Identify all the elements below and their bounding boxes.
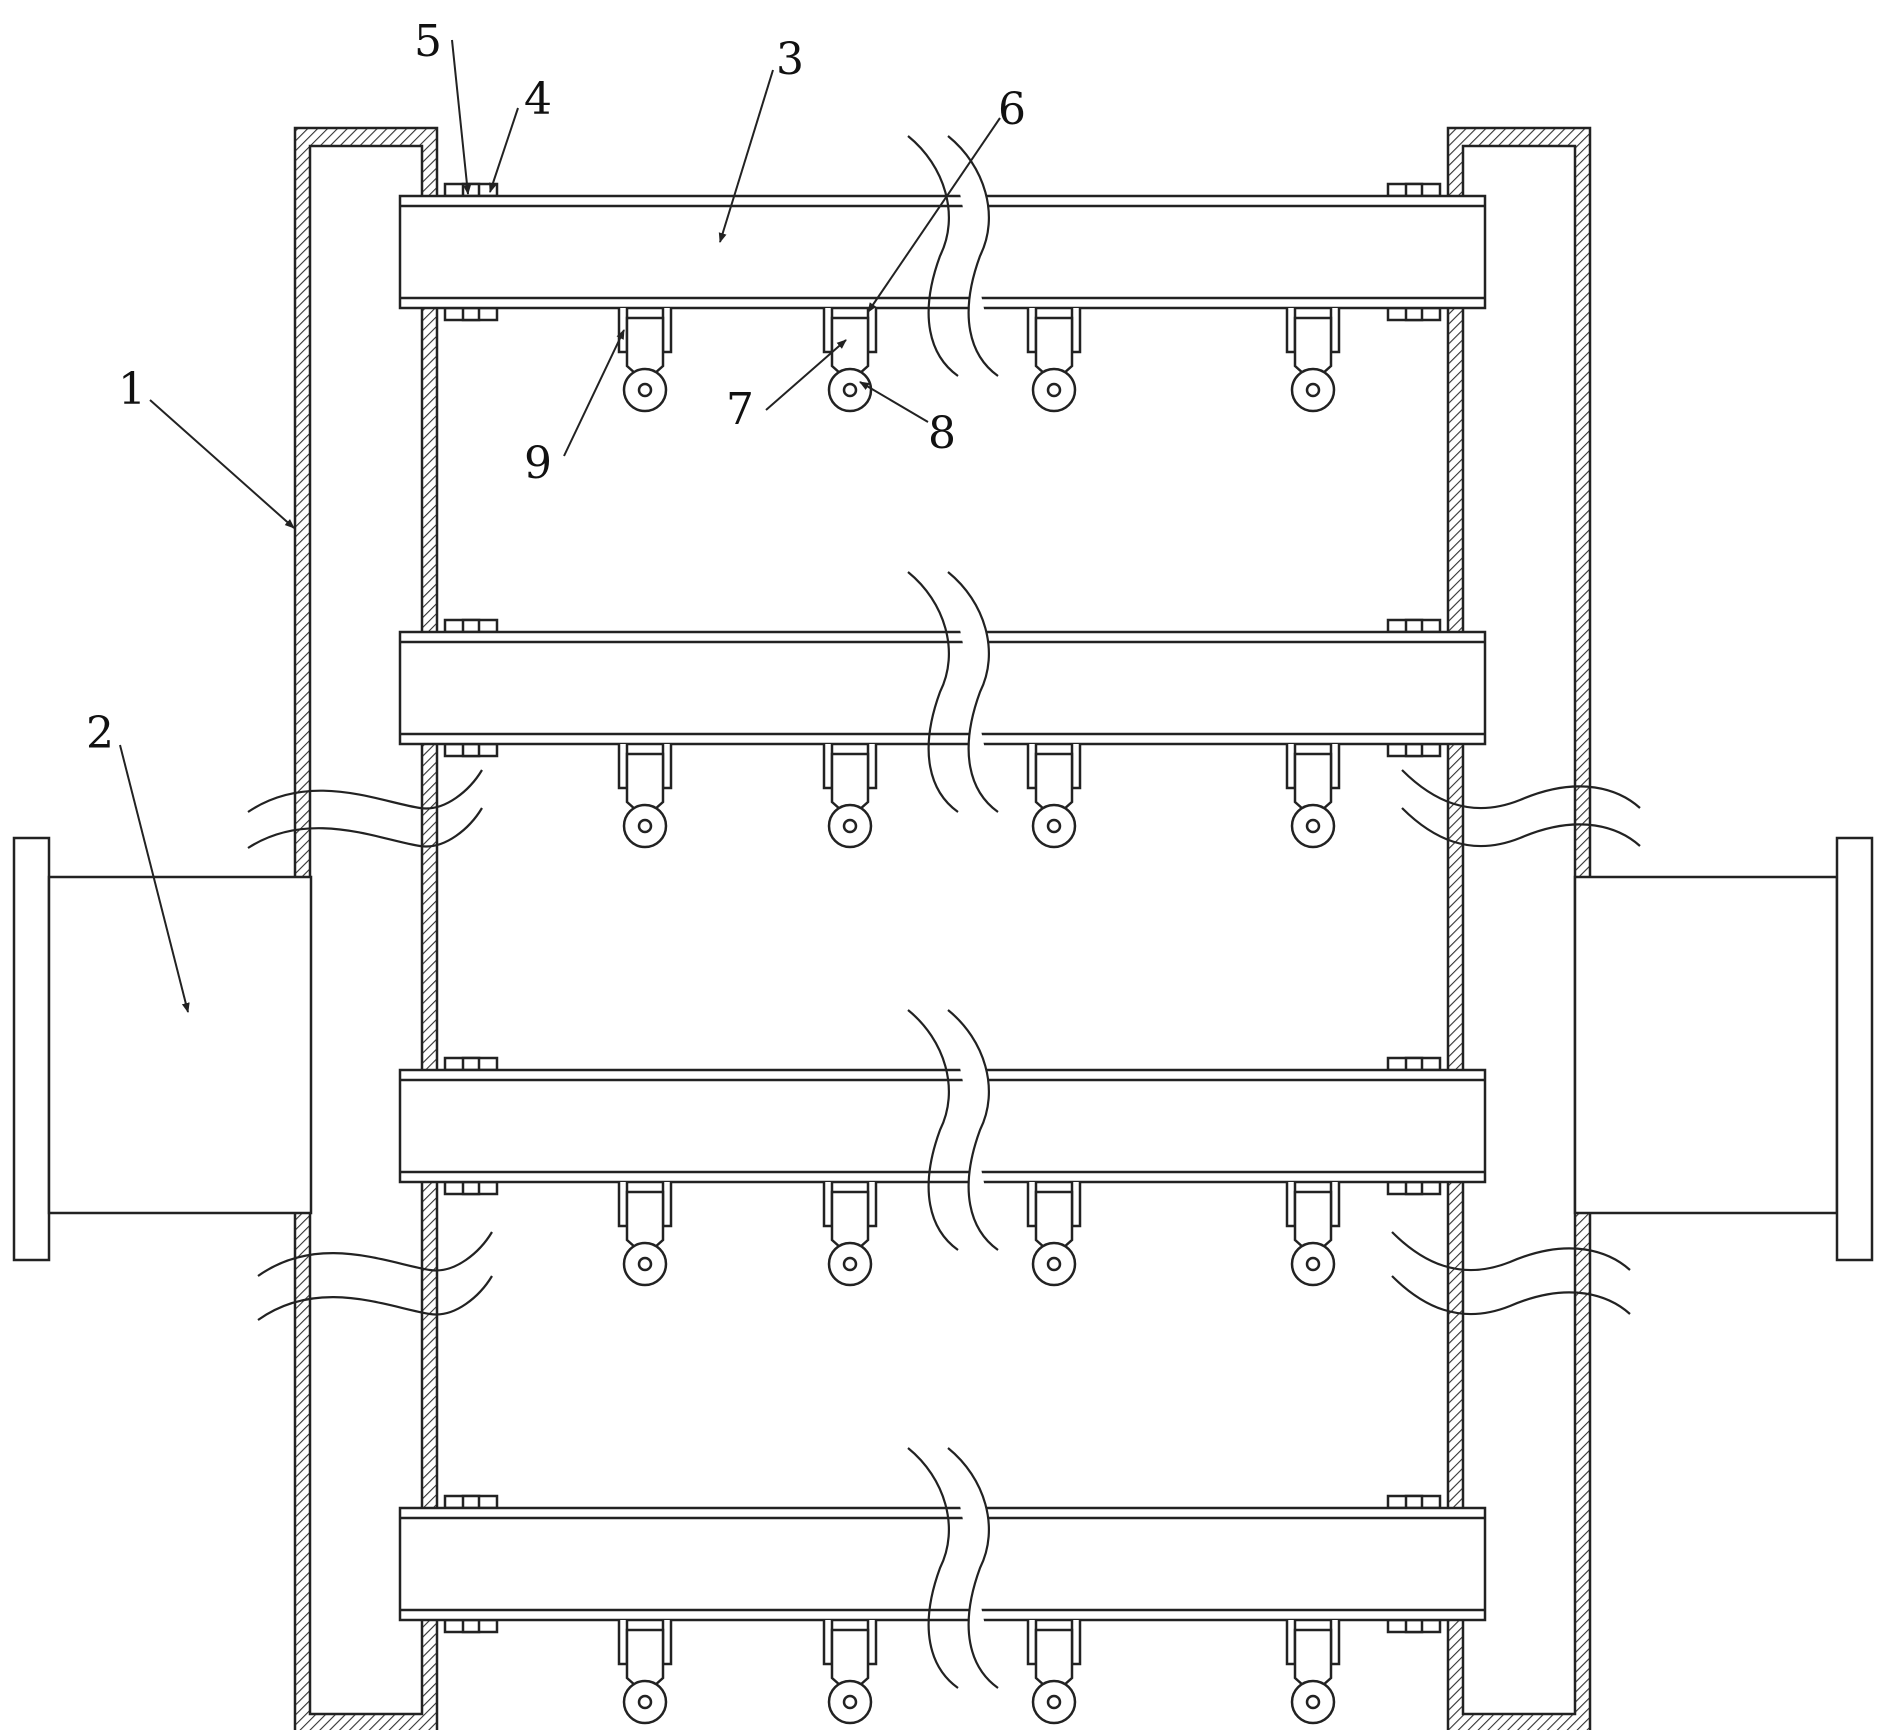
beam-assemblies xyxy=(398,135,1487,1725)
roller-axle xyxy=(637,818,653,834)
beam-break-line xyxy=(907,1447,999,1689)
roller-axle xyxy=(1305,1256,1321,1272)
roller-axle xyxy=(842,818,858,834)
mount-bolt xyxy=(1404,1180,1424,1196)
roller-axle xyxy=(842,382,858,398)
mount-bolt xyxy=(461,1180,481,1196)
mount-bolt xyxy=(1404,742,1424,758)
roller-axle xyxy=(1046,382,1062,398)
callout-1: 1 xyxy=(118,364,146,415)
left-inlet-pipe xyxy=(12,836,313,1262)
beam-assembly xyxy=(398,182,1487,413)
roller-axle xyxy=(842,1694,858,1710)
roller-axle xyxy=(1046,1694,1062,1710)
mount-bolt xyxy=(1404,1494,1424,1510)
roller-axle xyxy=(1305,818,1321,834)
right-outlet-pipe xyxy=(1573,836,1874,1262)
callout-9: 9 xyxy=(524,438,552,489)
roller-axle xyxy=(637,1694,653,1710)
beam-assembly xyxy=(398,1494,1487,1725)
callout-8: 8 xyxy=(928,408,956,459)
callout-4: 4 xyxy=(524,74,552,125)
callout-3: 3 xyxy=(776,34,804,85)
beam-break-line xyxy=(907,1009,999,1251)
roller-axle xyxy=(1305,1694,1321,1710)
callout-6: 6 xyxy=(998,84,1026,135)
roller-axle xyxy=(637,382,653,398)
callout-2: 2 xyxy=(86,708,114,759)
mount-bolt xyxy=(1404,306,1424,322)
roller-axle xyxy=(1046,818,1062,834)
mount-bolt xyxy=(461,618,481,634)
mount-bolt xyxy=(1404,1056,1424,1072)
mount-bolt xyxy=(1404,1618,1424,1634)
left-frame xyxy=(293,126,439,1730)
frame-break-lines xyxy=(247,769,1641,1321)
beam-assembly xyxy=(398,1056,1487,1287)
roller-axle xyxy=(1305,382,1321,398)
mount-bolt xyxy=(461,182,481,198)
mount-bolt xyxy=(461,1618,481,1634)
mount-bolt xyxy=(461,306,481,322)
beam-break-line xyxy=(907,571,999,813)
leader-lines xyxy=(119,39,1001,1013)
roller-axle xyxy=(637,1256,653,1272)
mount-bolt xyxy=(461,1056,481,1072)
right-frame xyxy=(1446,126,1592,1730)
roller-axle xyxy=(1046,1256,1062,1272)
mount-bolt xyxy=(1404,182,1424,198)
mount-bolt xyxy=(461,1494,481,1510)
callout-5: 5 xyxy=(414,16,442,67)
beam-assembly xyxy=(398,618,1487,849)
roller-axle xyxy=(842,1256,858,1272)
mount-bolt xyxy=(461,742,481,758)
mount-bolt xyxy=(1404,618,1424,634)
callout-7: 7 xyxy=(726,384,754,435)
callout-labels: 1 2 3 4 5 6 7 8 9 xyxy=(86,16,1026,759)
beam-break-line xyxy=(907,135,999,377)
